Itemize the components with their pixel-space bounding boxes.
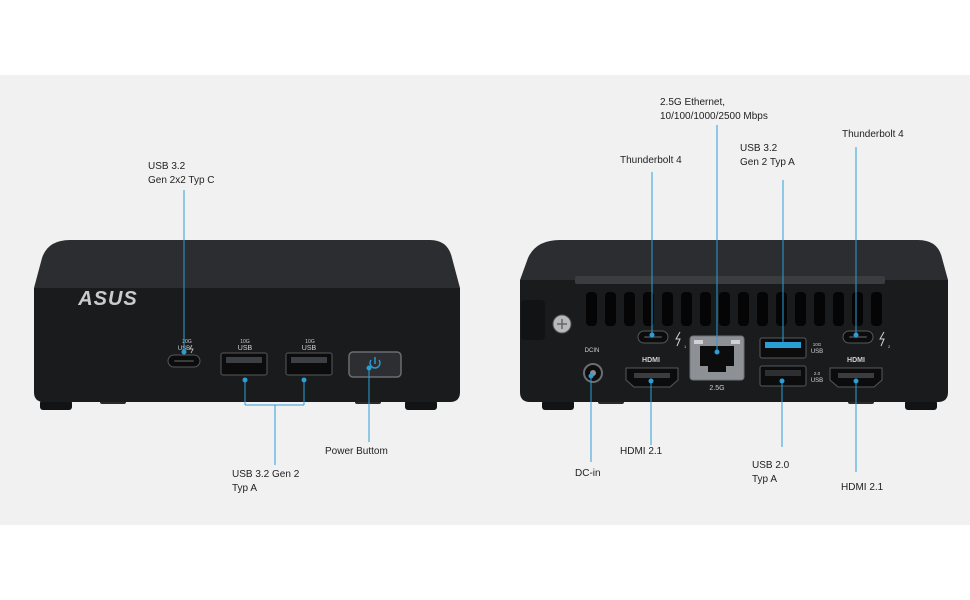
callout-usba-front: USB 3.2 Gen 2 Typ A — [232, 468, 299, 496]
thunderbolt-icon-2 — [879, 331, 885, 347]
usb-bottom-mark: USB — [811, 378, 823, 384]
ethernet-socket — [700, 346, 734, 372]
callout-tb4-right: Thunderbolt 4 — [842, 128, 904, 142]
rear-top-lip — [575, 276, 885, 284]
rear-top-surface — [520, 240, 948, 280]
front-foot-left — [40, 400, 72, 410]
rear-hdmi-port-2-tongue — [838, 373, 874, 378]
ethernet-led-left — [694, 340, 703, 344]
rear-vent — [586, 292, 882, 326]
callout-usbc-front-line1: USB 3.2 — [148, 161, 186, 172]
hdmi1-mark: HDMI — [642, 357, 660, 364]
lan-speed-mark: 2.5G — [709, 385, 724, 392]
callout-power: Power Buttom — [325, 445, 388, 459]
callout-ethernet-line2: 10/100/1000/2500 Mbps — [660, 111, 768, 122]
callout-ethernet-line1: 2.5G Ethernet, — [660, 97, 726, 108]
usbc-speed-mark: 20G — [182, 339, 192, 345]
hdmi2-mark: HDMI — [847, 357, 865, 364]
usb-top-speed-mark: 10G — [813, 342, 822, 347]
usba2-mark: USB — [302, 345, 317, 352]
front-usbc-tongue — [174, 360, 194, 362]
callout-usb20: USB 2.0 Typ A — [752, 459, 789, 487]
callout-usb32-rear-line1: USB 3.2 — [740, 143, 778, 154]
tb2-index: 2 — [888, 344, 891, 349]
callout-usb20-line1: USB 2.0 — [752, 460, 790, 471]
usba1-speed-mark: 10G — [240, 339, 250, 345]
callout-hdmi-right: HDMI 2.1 — [841, 481, 883, 495]
front-unit: ASUS 20G USB 10G USB 10G USB — [34, 240, 460, 410]
callout-usb32-rear: USB 3.2 Gen 2 Typ A — [740, 142, 795, 170]
callout-usbc-front-line2: Gen 2x2 Typ C — [148, 175, 215, 186]
rear-foot-left — [542, 400, 574, 410]
front-usba-port-2-tongue — [291, 357, 327, 363]
callout-usba-front-line2: Typ A — [232, 483, 258, 494]
callout-tb4-left-line1: Thunderbolt 4 — [620, 155, 682, 166]
front-usba-port-1 — [220, 352, 268, 376]
dcin-mark: DCIN — [585, 348, 600, 354]
usba1-mark: USB — [238, 345, 253, 352]
front-usba-port-2 — [285, 352, 333, 376]
front-top-surface — [34, 240, 460, 288]
callout-ethernet: 2.5G Ethernet, 10/100/1000/2500 Mbps — [660, 96, 768, 124]
usb-top-mark: USB — [811, 349, 823, 355]
power-button — [348, 351, 402, 378]
front-usba-port-1-tongue — [226, 357, 262, 363]
callout-usb20-line2: Typ A — [752, 474, 778, 485]
callout-power-line1: Power Buttom — [325, 446, 388, 457]
callout-dcin: DC-in — [575, 467, 601, 481]
thunderbolt-icon-1 — [675, 331, 681, 347]
front-foot-right — [405, 400, 437, 410]
rear-foot-right — [905, 400, 937, 410]
callout-hdmi-left: HDMI 2.1 — [620, 445, 662, 459]
callout-hdmi-left-line1: HDMI 2.1 — [620, 446, 663, 457]
usba2-speed-mark: 10G — [305, 339, 315, 345]
rear-tb4-port-2-tongue — [849, 336, 867, 338]
callout-dcin-line1: DC-in — [575, 468, 601, 479]
callout-hdmi-right-line1: HDMI 2.1 — [841, 482, 884, 493]
asus-logo: ASUS — [77, 288, 138, 310]
callout-usbc-front: USB 3.2 Gen 2x2 Typ C — [148, 160, 215, 188]
rear-usb20-tongue — [765, 370, 801, 376]
callout-tb4-left: Thunderbolt 4 — [620, 154, 682, 168]
tb1-index: 1 — [684, 344, 687, 349]
kensington-bracket — [521, 300, 545, 340]
callout-usba-front-line1: USB 3.2 Gen 2 — [232, 469, 300, 480]
rear-unit: DCIN 1 HDMI 2.5G 10G USB 2.0 USB 2 HDMI — [520, 240, 948, 410]
callout-lines — [181, 125, 859, 472]
callout-usb32-rear-line2: Gen 2 Typ A — [740, 157, 795, 168]
ethernet-led-right — [731, 340, 740, 344]
rear-hdmi-port-1-tongue — [634, 373, 670, 378]
callout-tb4-right-line1: Thunderbolt 4 — [842, 129, 904, 140]
lightning-icon — [189, 344, 194, 354]
power-icon — [369, 359, 381, 369]
screw-slot — [557, 319, 567, 329]
usb-bottom-speed-mark: 2.0 — [814, 371, 821, 376]
